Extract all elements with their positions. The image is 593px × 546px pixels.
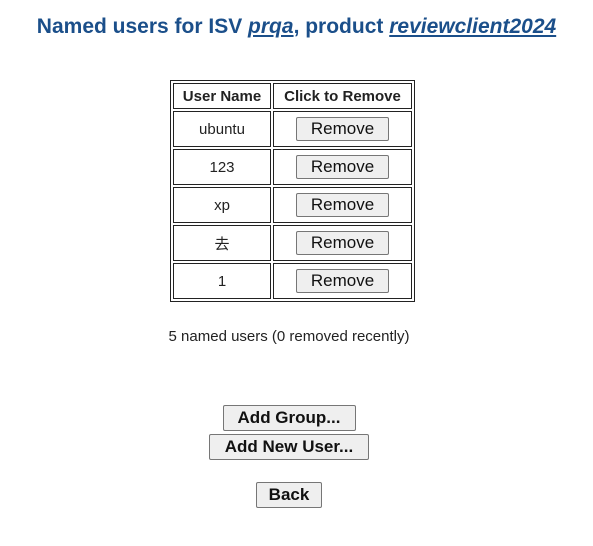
user-name-cell: 1 bbox=[173, 263, 271, 299]
user-name-cell: ubuntu bbox=[173, 111, 271, 147]
isv-link[interactable]: prqa bbox=[248, 15, 294, 38]
remove-button[interactable]: Remove bbox=[296, 193, 389, 217]
table-row: 去 Remove bbox=[173, 225, 412, 261]
user-name-cell: 123 bbox=[173, 149, 271, 185]
action-buttons: Add Group... Add New User... Back bbox=[0, 405, 578, 508]
remove-cell: Remove bbox=[273, 111, 412, 147]
column-header-user-name: User Name bbox=[173, 83, 271, 109]
table-header-row: User Name Click to Remove bbox=[173, 83, 412, 109]
title-prefix: Named users for ISV bbox=[36, 15, 249, 38]
back-button[interactable]: Back bbox=[256, 482, 322, 508]
remove-button[interactable]: Remove bbox=[296, 155, 389, 179]
remove-button[interactable]: Remove bbox=[296, 269, 389, 293]
column-header-remove: Click to Remove bbox=[273, 83, 412, 109]
named-users-summary: 5 named users (0 removed recently) bbox=[168, 328, 410, 345]
table-row: ubuntu Remove bbox=[173, 111, 412, 147]
page-title: Named users for ISV prqa, product review… bbox=[0, 15, 593, 39]
remove-button[interactable]: Remove bbox=[296, 231, 389, 255]
add-group-button[interactable]: Add Group... bbox=[222, 405, 356, 431]
remove-cell: Remove bbox=[273, 263, 412, 299]
remove-cell: Remove bbox=[273, 225, 412, 261]
user-name-cell: xp bbox=[173, 187, 271, 223]
table-row: xp Remove bbox=[173, 187, 412, 223]
remove-cell: Remove bbox=[273, 149, 412, 185]
add-new-user-button[interactable]: Add New User... bbox=[209, 434, 369, 460]
product-link[interactable]: reviewclient2024 bbox=[389, 15, 557, 38]
table-row: 123 Remove bbox=[173, 149, 412, 185]
title-middle: , product bbox=[293, 15, 390, 38]
table-row: 1 Remove bbox=[173, 263, 412, 299]
named-users-table: User Name Click to Remove ubuntu Remove … bbox=[170, 80, 415, 302]
remove-button[interactable]: Remove bbox=[296, 117, 389, 141]
remove-cell: Remove bbox=[273, 187, 412, 223]
user-name-cell: 去 bbox=[173, 225, 271, 261]
